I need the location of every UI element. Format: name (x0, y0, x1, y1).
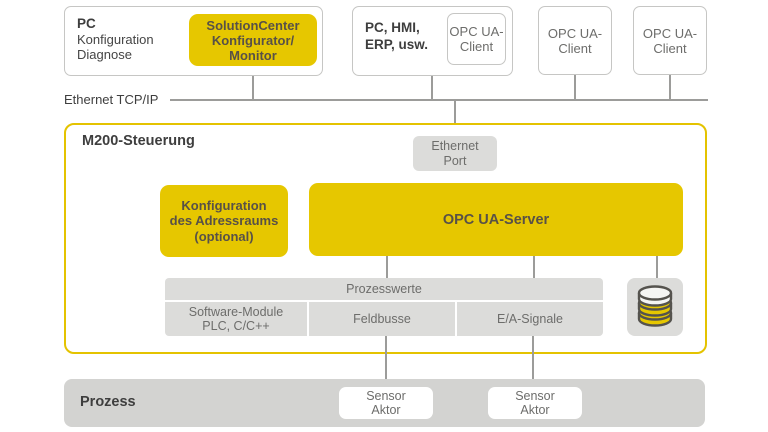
connector-bus-to-ethernet-port (454, 100, 456, 135)
connector-hmi-to-bus (431, 76, 433, 99)
connector-server-to-feldbusse (386, 256, 388, 278)
pc-box-text: PC Konfiguration Diagnose (77, 16, 154, 62)
table-cell-software-module: Software-Module PLC, C/C++ (188, 305, 284, 333)
sensor-aktor-box-2: Sensor Aktor (488, 387, 582, 419)
connector-client2-to-bus (574, 75, 576, 99)
connector-ea-signale-to-sensor2 (532, 336, 534, 387)
connector-feldbusse-to-sensor1 (385, 336, 387, 387)
table-cell-feldbusse: Feldbusse (307, 302, 455, 336)
process-values-table: Prozesswerte Software-Module PLC, C/C++ … (165, 278, 603, 336)
pc-box: PC Konfiguration Diagnose SolutionCenter… (64, 6, 323, 76)
table-cell-ea-signale: E/A-Signale (455, 302, 603, 336)
konfiguration-adressraum-box: Konfiguration des Adressraums (optional) (160, 185, 288, 257)
ethernet-bus-label: Ethernet TCP/IP (64, 92, 159, 107)
opc-ua-client-box-1: OPC UA- Client (447, 13, 506, 65)
connector-server-to-database (656, 256, 658, 278)
table-row: Software-Module PLC, C/C++ Feldbusse E/A… (165, 300, 603, 336)
pc-box-title: PC (77, 16, 96, 31)
connector-solutioncenter-to-bus (252, 76, 254, 99)
database-icon (637, 285, 673, 327)
table-header-prozesswerte: Prozesswerte (346, 282, 422, 296)
opc-ua-client-box-3: OPC UA- Client (633, 6, 707, 75)
m200-steuerung-box: M200-Steuerung Ethernet Port Konfigurati… (64, 123, 707, 354)
pc-hmi-erp-box: PC, HMI, ERP, usw. OPC UA- Client (352, 6, 513, 76)
opc-ua-server-box: OPC UA-Server (309, 183, 683, 256)
database-box (627, 278, 683, 336)
process-title: Prozess (80, 394, 136, 410)
connector-server-to-ea-signale (533, 256, 535, 278)
ethernet-port-box: Ethernet Port (413, 136, 497, 171)
opc-ua-client-box-2: OPC UA- Client (538, 6, 612, 75)
sensor-aktor-box-1: Sensor Aktor (339, 387, 433, 419)
m200-title: M200-Steuerung (82, 133, 195, 149)
connector-client3-to-bus (669, 75, 671, 99)
ethernet-bus-line (170, 99, 708, 101)
process-bar: Prozess Sensor Aktor Sensor Aktor (64, 379, 705, 427)
pc-box-subtitle: Konfiguration Diagnose (77, 32, 154, 62)
solutioncenter-box: SolutionCenter Konfigurator/ Monitor (189, 14, 317, 66)
pc-hmi-erp-label: PC, HMI, ERP, usw. (365, 20, 429, 52)
